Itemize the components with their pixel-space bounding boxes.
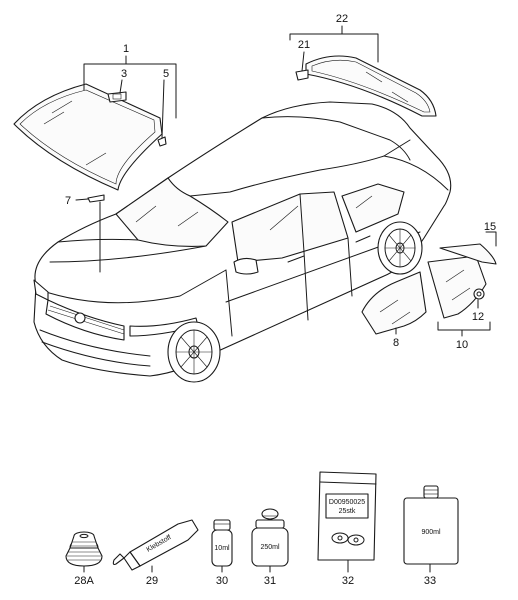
label-part-1: 1 <box>123 43 129 55</box>
label-part-31: 31 <box>264 575 276 587</box>
sensor-bracket-part[interactable] <box>107 91 127 103</box>
consumable-leaders <box>83 559 431 573</box>
rear-window-part[interactable] <box>305 55 437 117</box>
vent-glass-part[interactable] <box>439 243 497 265</box>
label-part-29: 29 <box>146 575 158 587</box>
label-part-21: 21 <box>298 39 310 51</box>
front-door-glass-part[interactable] <box>361 271 427 335</box>
front-wheel <box>167 321 221 383</box>
small-bottle-text: 10ml <box>214 545 230 552</box>
jar-text: 250ml <box>260 544 280 551</box>
label-part-5: 5 <box>163 68 169 80</box>
label-part-7: 7 <box>65 195 71 207</box>
clip-part[interactable] <box>157 136 167 147</box>
label-part-22: 22 <box>336 13 348 25</box>
leader-lines <box>75 25 497 337</box>
jar-part[interactable]: 250ml <box>251 508 289 567</box>
windshield-part[interactable] <box>13 83 163 191</box>
canister-text: 900ml <box>421 529 441 536</box>
label-part-8: 8 <box>393 337 399 349</box>
bag-text-line2: 25stk <box>339 508 356 515</box>
car-body <box>33 101 452 377</box>
clip-bag-part[interactable]: D00950025 25stk <box>317 471 377 561</box>
label-part-28a: 28A <box>74 575 94 587</box>
label-part-3: 3 <box>121 68 127 80</box>
label-part-10: 10 <box>456 339 468 351</box>
rubber-grommet-part[interactable] <box>473 288 485 300</box>
label-part-12: 12 <box>472 311 484 323</box>
rear-door-glass-part[interactable] <box>427 255 487 319</box>
bag-text-line1: D00950025 <box>329 499 365 506</box>
label-part-30: 30 <box>216 575 228 587</box>
canister-part[interactable]: 900ml <box>403 485 459 565</box>
sensor-cover-part[interactable] <box>295 69 309 81</box>
trim-strip-part[interactable] <box>87 194 105 203</box>
adhesive-tube-part[interactable]: Klebstoff <box>112 519 199 571</box>
label-part-33: 33 <box>424 575 436 587</box>
label-part-32: 32 <box>342 575 354 587</box>
rear-wheel <box>377 221 423 275</box>
sealing-cord-coil-part[interactable] <box>65 531 103 567</box>
label-part-15: 15 <box>484 221 496 233</box>
small-bottle-part[interactable]: 10ml <box>211 519 233 567</box>
